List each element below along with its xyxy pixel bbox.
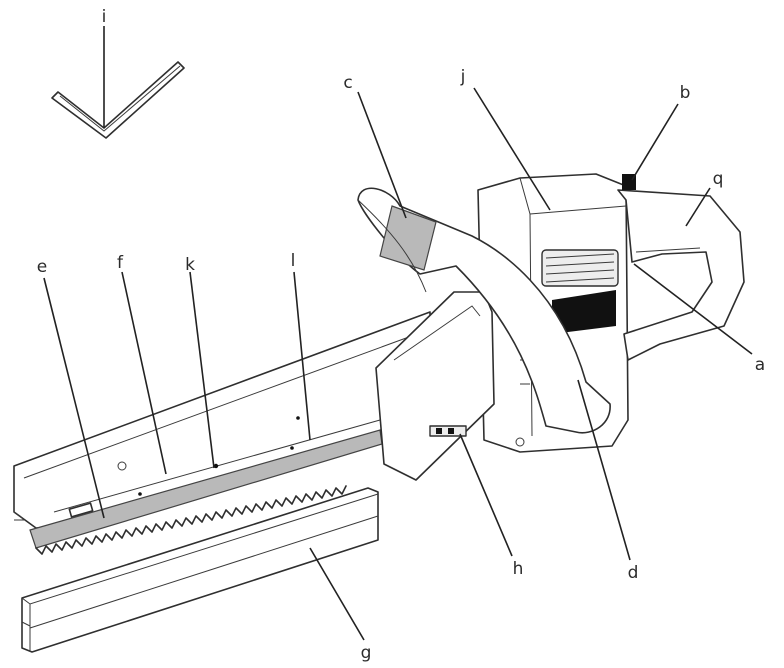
label-k: k	[185, 255, 195, 275]
label-e: e	[37, 257, 47, 277]
label-i: i	[102, 7, 107, 27]
label-l: l	[291, 251, 296, 271]
rear-handle-icon	[617, 174, 745, 361]
label-q: q	[713, 169, 724, 189]
label-h: h	[513, 559, 524, 579]
label-d: d	[628, 563, 639, 583]
hex-key-icon	[51, 61, 185, 139]
front-handle-icon	[357, 187, 611, 434]
label-f: f	[117, 253, 124, 273]
label-b: b	[680, 83, 691, 103]
part-labels: i c j b q l e f k a h d g	[37, 7, 765, 663]
leader-lines	[43, 26, 753, 641]
saw-blade-icon	[13, 311, 433, 555]
label-a: a	[755, 355, 765, 375]
label-g: g	[361, 643, 372, 663]
blade-guard-icon	[21, 487, 379, 653]
label-j: j	[460, 67, 466, 87]
label-c: c	[343, 73, 352, 93]
